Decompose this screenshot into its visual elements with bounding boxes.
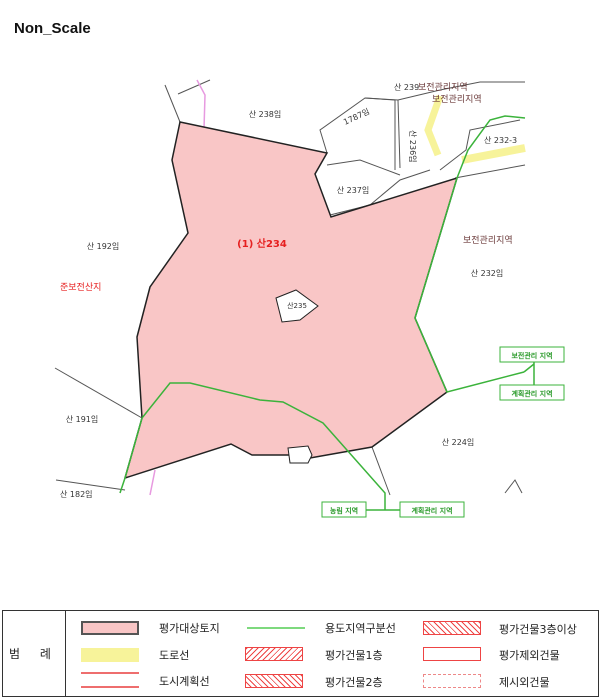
legend-item: 평가대상토지 [159,622,220,635]
legend-item: 평가건물1층 [325,649,383,662]
parcel-label: 1787임 [342,107,371,127]
legend-heading: 범 례 [3,611,66,696]
floor3-swatch [423,621,481,635]
parcel-label: 산 232임 [471,268,504,278]
legend-item: 제시외건물 [499,676,550,689]
legend-item: 도시계획선 [159,675,210,688]
zone-label: 보전관리지역 [463,235,513,246]
excluded-parcel [275,289,319,323]
parcel-label: 산 182임 [60,489,93,499]
plan-line [149,469,156,496]
unlisted-building-swatch [423,674,481,688]
parcel-label: 산 237임 [337,185,370,195]
building [287,445,313,464]
zone-label: 보전관리지역 [418,82,468,93]
parcel-label: 산 224임 [442,437,475,447]
zone-label: 준보전산지 [60,282,101,293]
zone-label: 보전관리지역 [432,94,482,105]
parcel-label: 산 238임 [249,109,282,119]
road-swatch [81,648,139,662]
parcel-label: 산 192임 [87,241,120,251]
zone-line-swatch [247,627,305,629]
parcel-lines [54,79,526,496]
zone-box: 농림 지역 [330,506,358,515]
legend-item: 도로선 [159,649,190,662]
legend-item: 평가제외건물 [499,649,560,662]
zone-box: 계획관리 지역 [411,506,452,515]
road [461,144,526,164]
floor1-swatch [245,647,303,661]
plan-line-swatch [81,672,139,688]
subject-label: (1) 산234 [237,237,287,250]
zone-lines [119,115,535,511]
road [424,94,444,157]
parcel-label: 산 191임 [66,414,99,424]
legend-item: 평가건물2층 [325,676,383,689]
subject-swatch [81,621,139,635]
excluded-building-swatch [423,647,481,661]
floor2-swatch [245,674,303,688]
legend: 범 례 평가대상토지 도로선 도시계획선 용도지역구분선 평가건물1층 평가건물… [2,610,599,697]
parcel-label: 산 236임 [408,130,418,163]
cadastral-map: (1) 산234 산 238임 산 237임 산 236임 1787임 산 23… [54,79,565,518]
parcel-label: 산 232-3 [484,135,517,145]
zone-box: 계획관리 지역 [511,389,552,398]
page-title: Non_Scale [14,20,91,37]
legend-item: 용도지역구분선 [325,622,396,635]
parcel-label: 산235 [287,301,307,310]
legend-item: 평가건물3층이상 [499,623,577,636]
parcel-label: 산 239 [394,82,419,92]
zone-box: 보전관리 지역 [511,351,552,360]
